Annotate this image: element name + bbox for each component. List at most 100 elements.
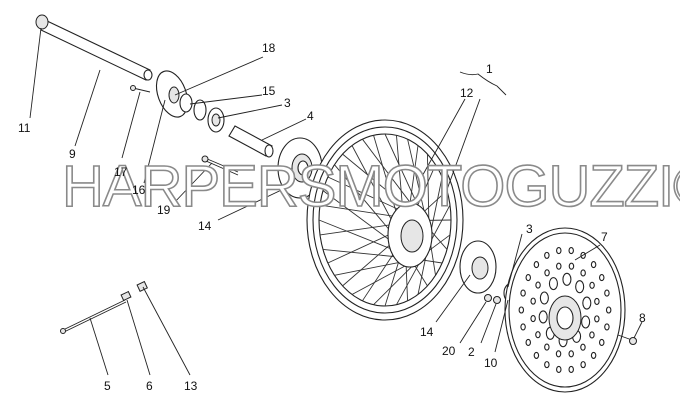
spoke bbox=[407, 139, 427, 218]
disc-hole bbox=[580, 361, 586, 369]
spoke bbox=[422, 190, 448, 214]
spoke bbox=[334, 164, 391, 232]
callout-13: 13 bbox=[184, 379, 198, 393]
disc-hole bbox=[544, 251, 550, 259]
disc-hole bbox=[589, 281, 595, 289]
disc-hole bbox=[544, 361, 550, 369]
spoke bbox=[334, 261, 404, 276]
disc-hole bbox=[530, 297, 536, 305]
disc-hole bbox=[562, 272, 572, 286]
disc-hole bbox=[544, 269, 550, 277]
disc-hole bbox=[535, 281, 541, 289]
callout-14-left: 14 bbox=[198, 219, 212, 233]
spoke bbox=[322, 190, 391, 241]
spoke bbox=[384, 258, 400, 307]
disc-hole bbox=[604, 289, 610, 297]
disc-hole bbox=[530, 315, 536, 323]
bolt-19-part bbox=[201, 155, 239, 176]
disc-hole bbox=[520, 289, 526, 297]
disc-hole bbox=[538, 310, 548, 324]
callout-8: 8 bbox=[639, 311, 646, 325]
spoke bbox=[396, 135, 404, 209]
disc-hole bbox=[518, 306, 525, 314]
spoke bbox=[342, 153, 408, 208]
disc-hole bbox=[590, 261, 597, 269]
spoke bbox=[409, 145, 419, 208]
disc-hole bbox=[556, 365, 562, 373]
wheel-spokes bbox=[318, 133, 452, 307]
axle-part bbox=[35, 14, 153, 81]
disc-hole bbox=[604, 323, 610, 331]
disc-hole bbox=[568, 262, 575, 270]
disc-hole bbox=[594, 315, 600, 323]
disc-hole bbox=[520, 323, 526, 331]
small-bolt-part bbox=[130, 85, 151, 93]
spoke bbox=[415, 164, 436, 209]
disc-hole bbox=[568, 365, 574, 373]
disc-hole bbox=[598, 338, 605, 347]
spoke bbox=[373, 260, 418, 306]
disc-hole bbox=[568, 247, 574, 255]
callout-10: 10 bbox=[484, 356, 498, 370]
disc-hole bbox=[525, 338, 532, 347]
callout-14-right: 14 bbox=[420, 325, 434, 339]
disc-hole bbox=[533, 261, 540, 269]
callout-11: 11 bbox=[18, 121, 31, 135]
disc-hole bbox=[589, 331, 595, 339]
disc-hole bbox=[556, 247, 562, 255]
spoke bbox=[362, 138, 415, 208]
spoke bbox=[362, 252, 395, 302]
disc-hole bbox=[544, 343, 550, 351]
disc-hole bbox=[590, 351, 597, 359]
disc-bolt-part bbox=[617, 334, 637, 345]
callout-4: 4 bbox=[307, 109, 314, 123]
spoke bbox=[351, 262, 411, 295]
disc-hole bbox=[533, 351, 540, 359]
callout-9: 9 bbox=[69, 147, 76, 161]
spacer-tube-part bbox=[228, 125, 274, 158]
disc-hole bbox=[555, 350, 562, 358]
right-hub-carrier-part bbox=[459, 240, 497, 294]
callout-16: 16 bbox=[132, 183, 146, 197]
bearing-rings-part bbox=[179, 93, 225, 133]
callout-12: 12 bbox=[460, 86, 474, 100]
spoke bbox=[319, 224, 392, 236]
disc-hole bbox=[594, 297, 600, 305]
disc-hole bbox=[575, 280, 585, 294]
callout-15: 15 bbox=[262, 84, 276, 98]
disc-hole bbox=[580, 269, 586, 277]
left-hub-part bbox=[277, 137, 323, 199]
brake-disc-part bbox=[504, 227, 626, 393]
disc-hole bbox=[580, 343, 586, 351]
disc-hole bbox=[605, 306, 612, 314]
disc-hole bbox=[581, 315, 591, 329]
disc-hole bbox=[598, 273, 605, 282]
disc-hole bbox=[539, 291, 549, 305]
spoke bbox=[318, 219, 394, 251]
callout-1: 1 bbox=[486, 62, 493, 76]
callout-18: 18 bbox=[262, 41, 276, 55]
loose-spoke-part bbox=[60, 280, 148, 334]
watermark-text: HARPERSMOTOGUZZI© bbox=[62, 154, 680, 219]
disc-hole bbox=[525, 273, 532, 282]
callout-7: 7 bbox=[601, 230, 608, 244]
spoke bbox=[327, 233, 391, 264]
spoke bbox=[373, 135, 398, 215]
disc-hole bbox=[535, 331, 541, 339]
spoked-wheel-part bbox=[306, 119, 464, 321]
disc-hole bbox=[556, 262, 562, 270]
callout-6: 6 bbox=[146, 379, 153, 393]
callout-19: 19 bbox=[157, 203, 171, 217]
spoke bbox=[342, 243, 392, 287]
spoke bbox=[322, 248, 398, 258]
spoke bbox=[405, 262, 409, 301]
callout-17: 17 bbox=[114, 165, 128, 179]
callout-5: 5 bbox=[104, 379, 111, 393]
leader-lines bbox=[29, 27, 643, 376]
spoke bbox=[327, 176, 401, 211]
spoke bbox=[384, 133, 421, 212]
callout-2: 2 bbox=[468, 345, 475, 359]
callout-3-right: 3 bbox=[526, 222, 533, 236]
